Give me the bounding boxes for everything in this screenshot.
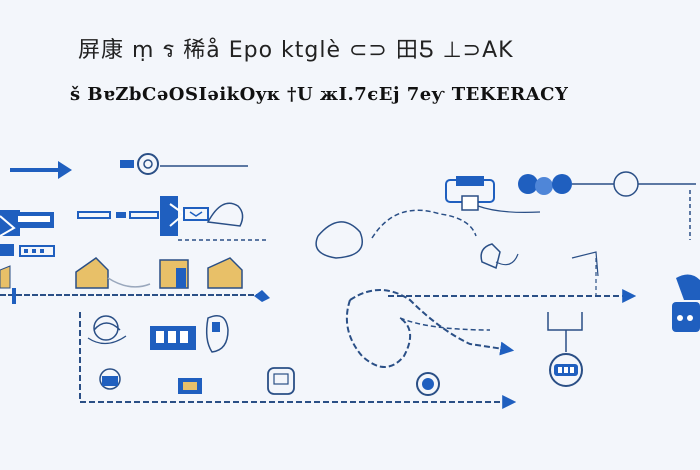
right-connector (571, 190, 691, 296)
headphones-icon (205, 315, 229, 353)
printer-icon (445, 176, 541, 213)
network-panel-icon (77, 196, 266, 241)
server-rack-icon (0, 210, 55, 257)
truck-icon (672, 274, 700, 332)
hand-icon (480, 243, 519, 270)
tablet-icon (267, 367, 295, 395)
document-icon (159, 257, 243, 289)
clock-icon (87, 315, 127, 345)
database-icon (150, 326, 196, 350)
magnifier-icon (120, 153, 248, 175)
envelope-icon (0, 257, 151, 289)
diagram-subtitle: š BɐZbCəOSIəikOyк †U жІ.7єEј 7еƴ TEKERAC… (70, 84, 569, 105)
diagram-title: 屏康 ṃ ร 稀å Epo ktglè ⊂⊃ 田Ƽ ⊥⊃AK (78, 38, 514, 63)
flow-connector (79, 312, 517, 409)
loop-connector (315, 209, 637, 368)
monitor-icon (178, 378, 202, 394)
camera-icon (416, 372, 440, 396)
bracket-connector (547, 312, 583, 352)
arrow-right-icon (10, 161, 72, 179)
pipeline-line (0, 288, 270, 304)
user-badge-icon (99, 368, 121, 390)
headphones-pair-icon (518, 171, 696, 197)
robot-face-icon (549, 353, 583, 387)
